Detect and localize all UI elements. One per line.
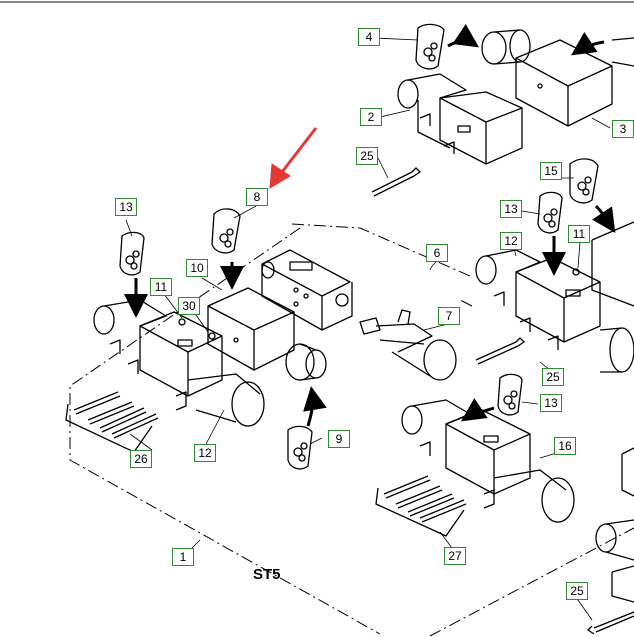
callout-part-1[interactable]: 1 [172, 548, 194, 566]
callout-part-9[interactable]: 9 [328, 430, 350, 448]
callout-part-13-mid[interactable]: 13 [500, 200, 522, 218]
callout-part-25-mid[interactable]: 25 [542, 368, 564, 386]
bolts-26 [65, 391, 159, 453]
connector-plug-top [415, 23, 445, 70]
arrow-15 [592, 204, 616, 233]
callout-part-13-left[interactable]: 13 [115, 198, 137, 216]
highlight-arrow [269, 127, 318, 189]
leader-lines [125, 37, 611, 621]
part-30 [208, 332, 216, 340]
arrow-4 [447, 24, 479, 48]
callout-part-3[interactable]: 3 [612, 120, 634, 138]
callout-part-25-bottom[interactable]: 25 [566, 582, 588, 600]
callout-part-15[interactable]: 15 [540, 162, 562, 180]
callout-part-10[interactable]: 10 [186, 259, 208, 277]
valve-body-left [93, 299, 265, 427]
callout-part-11-left[interactable]: 11 [150, 278, 172, 296]
arrow-9 [303, 386, 327, 427]
connector-13-low [497, 373, 523, 416]
callout-part-13-low[interactable]: 13 [540, 394, 562, 412]
callout-part-12-left[interactable]: 12 [194, 444, 216, 462]
connector-13-mid [537, 191, 563, 234]
valve-body-lower-right [401, 399, 634, 523]
connector-13-left [119, 231, 145, 276]
bolt-25-top [371, 167, 421, 197]
part-6-block [261, 249, 353, 331]
callout-part-11-right[interactable]: 11 [568, 225, 590, 243]
part-3-block [515, 39, 613, 127]
connector-8 [211, 208, 241, 254]
callout-part-4[interactable]: 4 [358, 28, 380, 46]
assembly-label-st5: ST5 [253, 566, 281, 583]
callout-part-7[interactable]: 7 [438, 307, 460, 325]
screw-11-left [178, 318, 186, 326]
bolt-25-bottom [587, 611, 634, 635]
callout-part-25-top[interactable]: 25 [356, 147, 378, 165]
connector-9 [287, 425, 313, 470]
callout-part-12-right[interactable]: 12 [500, 232, 522, 250]
valve-body-mid-right [475, 221, 634, 373]
solenoid-plug-top [481, 29, 531, 65]
assembly-outline [69, 223, 634, 637]
callout-part-27[interactable]: 27 [444, 547, 466, 565]
valve-body-bottom-corner [595, 519, 634, 603]
arrow-right-top [571, 32, 605, 56]
bolts-27 [375, 475, 467, 537]
connector-15 [569, 158, 599, 204]
callout-part-16[interactable]: 16 [554, 437, 576, 455]
callout-part-8[interactable]: 8 [246, 188, 268, 206]
bolt-25-mid [475, 337, 525, 365]
part-10-block [207, 287, 327, 381]
callout-part-2[interactable]: 2 [360, 108, 382, 126]
callout-part-26[interactable]: 26 [130, 450, 152, 468]
arrow-13-low [461, 398, 495, 422]
callout-part-30[interactable]: 30 [178, 297, 200, 315]
part-7-solenoid [359, 309, 457, 381]
callout-part-6[interactable]: 6 [426, 244, 448, 262]
part-2-valve [397, 73, 523, 165]
